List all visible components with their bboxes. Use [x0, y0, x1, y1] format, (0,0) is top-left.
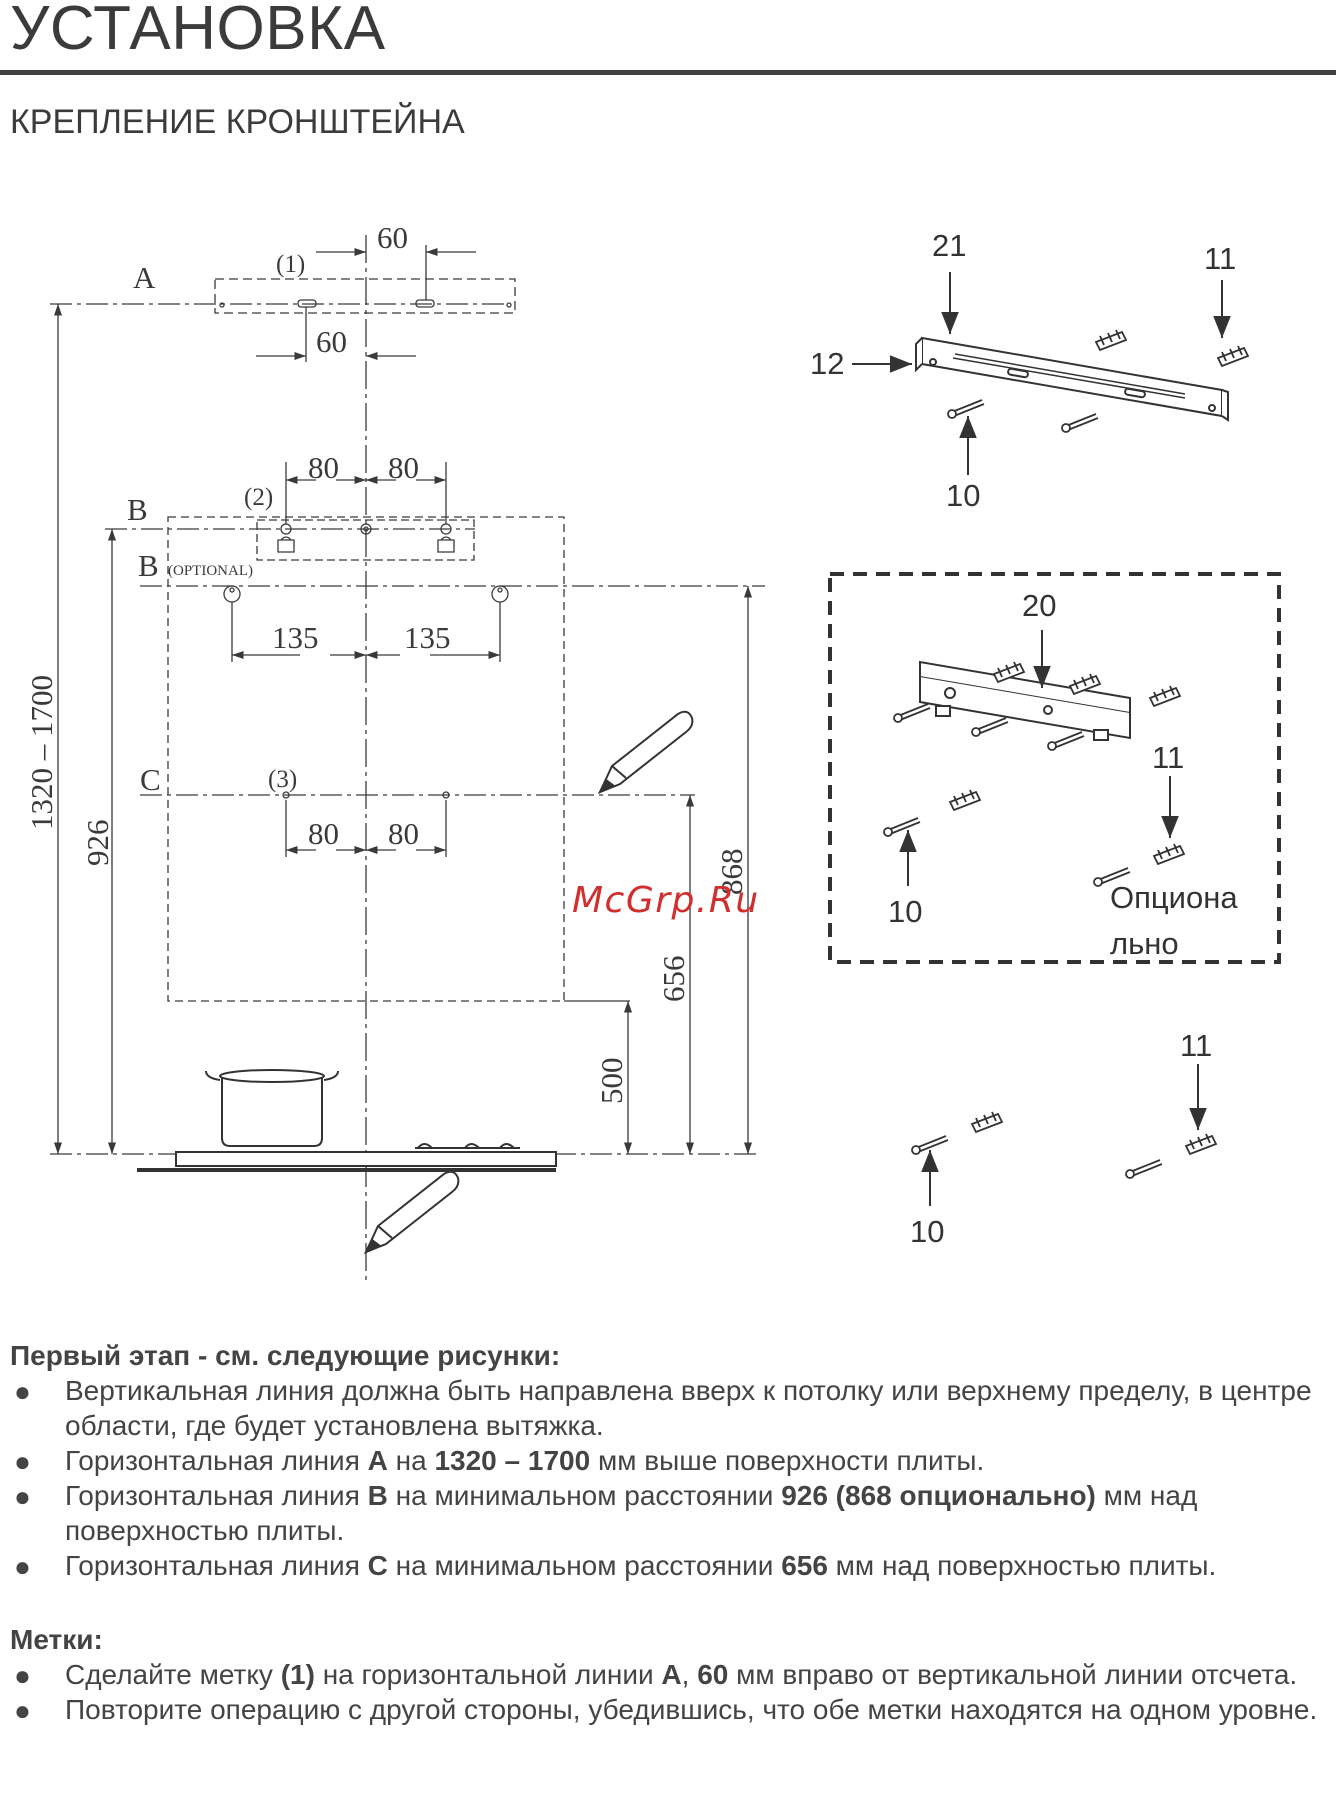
- list-item: ● Вертикальная линия должна быть направл…: [14, 1375, 1312, 1441]
- part-11-label: 11: [1204, 241, 1236, 276]
- list-item: ● Горизонтальная линия B на минимальном …: [14, 1480, 1198, 1546]
- marks-list: ● Сделайте метку (1) на горизонтальной л…: [10, 1657, 1330, 1727]
- screw-icon: [883, 661, 1186, 887]
- dim-60-bottom: 60: [316, 324, 347, 359]
- label-line-a: A: [133, 260, 156, 295]
- part-10-label-optional: 10: [888, 894, 922, 929]
- part-20-label: 20: [1022, 588, 1056, 623]
- screw-icon: [911, 1111, 1218, 1179]
- hood-outline: [167, 516, 565, 1002]
- optional-note-line2: льно: [1110, 926, 1179, 961]
- screw-icon: [947, 329, 1250, 433]
- mark-2-label: (2): [244, 484, 273, 511]
- page-title: УСТАНОВКА: [10, 0, 386, 63]
- bullet: ●: [14, 1376, 31, 1407]
- marks-heading: Метки:: [10, 1624, 103, 1655]
- part-10-label: 10: [946, 478, 980, 513]
- bracket-a-outline: [214, 278, 516, 314]
- dim-135-right: 135: [404, 620, 451, 655]
- bracket-b-outline: [256, 519, 475, 561]
- bullet: ●: [14, 1551, 31, 1582]
- dim-80-c-left: 80: [308, 816, 339, 851]
- dim-60-top: 60: [377, 220, 408, 255]
- dim-868: 868: [714, 849, 749, 896]
- dim-135-left: 135: [272, 620, 319, 655]
- optional-note-line1: Опциона: [1110, 880, 1238, 915]
- installation-drawing: A B B (OPTIONAL) C (1) (2) (3) 60 60 80 …: [24, 220, 1281, 1285]
- mark-1-label: (1): [276, 251, 305, 278]
- list-item: ● Сделайте метку (1) на горизонтальной л…: [14, 1659, 1298, 1691]
- dim-656: 656: [656, 956, 691, 1003]
- list-item: ● Повторите операцию с другой стороны, у…: [14, 1694, 1318, 1726]
- bullet: ●: [14, 1446, 31, 1477]
- mark-3-label: (3): [268, 766, 297, 793]
- part-10-label-bottom: 10: [910, 1214, 944, 1249]
- watermark-text: McGrp.Ru: [572, 880, 760, 921]
- pencil-icon: [363, 1170, 460, 1254]
- dim-1320-1700: 1320 – 1700: [24, 675, 59, 830]
- dim-80-c-right: 80: [388, 816, 419, 851]
- list-item: ● Горизонтальная линия C на минимальном …: [14, 1550, 1217, 1582]
- cooktop-illustration: [137, 1069, 557, 1172]
- list-item: ● Горизонтальная линия A на 1320 – 1700 …: [14, 1445, 985, 1477]
- marks-section: Метки: ● Сделайте метку (1) на горизонта…: [10, 1622, 1330, 1727]
- part-12-label: 12: [810, 346, 844, 381]
- left-drawing: [50, 235, 765, 1285]
- dim-500: 500: [594, 1058, 629, 1105]
- part-21-label: 21: [932, 228, 966, 263]
- dim-926: 926: [80, 820, 115, 867]
- label-line-b-optional: B: [138, 548, 159, 583]
- label-line-c: C: [140, 762, 161, 797]
- dim-80-b-right: 80: [388, 450, 419, 485]
- optional-box: [828, 572, 1281, 964]
- steps-list: ● Вертикальная линия должна быть направл…: [10, 1373, 1330, 1583]
- bullet: ●: [14, 1481, 31, 1512]
- bracket-20-illustration: [919, 660, 1131, 741]
- pencil-icon: [597, 710, 694, 794]
- dim-80-b-left: 80: [308, 450, 339, 485]
- bullet: ●: [14, 1695, 31, 1726]
- steps-heading: Первый этап - см. следующие рисунки:: [10, 1340, 561, 1371]
- label-line-b: B: [127, 492, 148, 527]
- section-subtitle: КРЕПЛЕНИЕ КРОНШТЕЙНА: [10, 103, 465, 141]
- bullet: ●: [14, 1660, 31, 1691]
- title-divider: [0, 70, 1336, 75]
- bracket-21-illustration: [915, 336, 1229, 422]
- optional-note: (OPTIONAL): [168, 563, 253, 579]
- part-11-label-optional: 11: [1152, 740, 1184, 775]
- part-11-label-bottom: 11: [1180, 1028, 1212, 1063]
- steps-section: Первый этап - см. следующие рисунки: ● В…: [10, 1338, 1330, 1583]
